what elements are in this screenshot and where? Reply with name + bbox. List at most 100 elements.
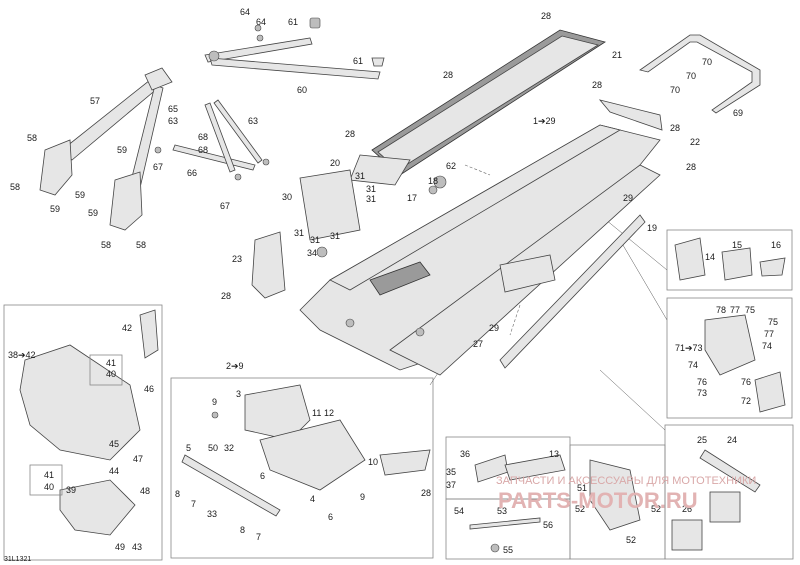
leader-to-reinforcement xyxy=(619,239,668,321)
callout: 68 xyxy=(198,132,208,142)
callout: 52 xyxy=(626,535,636,545)
callout: 48 xyxy=(140,486,150,496)
reinforcement-detail xyxy=(704,314,786,413)
callout: 69 xyxy=(733,108,743,118)
main-tunnel xyxy=(299,124,661,376)
callout: 58 xyxy=(27,133,37,143)
callout: 28 xyxy=(670,123,680,133)
callout: 27 xyxy=(473,339,483,349)
callout: 70 xyxy=(670,85,680,95)
callout: 1➔29 xyxy=(533,116,556,126)
hidden-line xyxy=(509,304,521,336)
callout: 3 xyxy=(236,389,241,399)
callout: 41 xyxy=(106,358,116,368)
callout: 78 xyxy=(716,305,726,315)
callout: 52 xyxy=(651,504,661,514)
callout: 61 xyxy=(288,17,298,27)
callout: 44 xyxy=(109,466,119,476)
callout: 40 xyxy=(106,369,116,379)
callout: 60 xyxy=(297,85,307,95)
callout: 14 xyxy=(705,252,715,262)
plate-detail xyxy=(589,459,641,531)
callout: 47 xyxy=(133,454,143,464)
pad-detail xyxy=(671,449,761,551)
leader-to-gusset xyxy=(599,214,668,271)
callout: 4 xyxy=(310,494,315,504)
callout: 63 xyxy=(168,116,178,126)
callout: 40 xyxy=(44,482,54,492)
callout: 75 xyxy=(745,305,755,315)
gusset-detail xyxy=(674,237,786,281)
callout: 72 xyxy=(741,396,751,406)
callout: 59 xyxy=(50,204,60,214)
callout: 31 xyxy=(366,184,376,194)
callout: 28 xyxy=(443,70,453,80)
callout: 29 xyxy=(623,193,633,203)
hidden-line xyxy=(464,164,491,176)
callout: 76 xyxy=(741,377,751,387)
callout: 67 xyxy=(220,201,230,211)
detail-box-gusset xyxy=(666,229,793,291)
detail-box-footrest xyxy=(170,377,434,559)
callout: 66 xyxy=(187,168,197,178)
callout: 28 xyxy=(421,488,431,498)
callout: 28 xyxy=(345,129,355,139)
callout: 49 xyxy=(115,542,125,552)
callout: 8 xyxy=(240,525,245,535)
callout: 26 xyxy=(682,504,692,514)
upper-tube-assembly xyxy=(204,17,385,80)
bracket-detail xyxy=(474,454,566,483)
callout: 13 xyxy=(549,449,559,459)
callout: 23 xyxy=(232,254,242,264)
footrest-detail xyxy=(181,384,431,517)
callout: 30 xyxy=(282,192,292,202)
callout: 7 xyxy=(256,532,261,542)
callout: 73 xyxy=(697,388,707,398)
callout: 70 xyxy=(686,71,696,81)
callout: 8 xyxy=(175,489,180,499)
callout: 28 xyxy=(541,11,551,21)
callout: 67 xyxy=(153,162,163,172)
callout: 15 xyxy=(732,240,742,250)
callout: 6 xyxy=(328,512,333,522)
steering-column-assembly xyxy=(39,67,173,231)
callout: 59 xyxy=(88,208,98,218)
callout: 10 xyxy=(368,457,378,467)
callout: 51 xyxy=(577,483,587,493)
callout: 33 xyxy=(207,509,217,519)
callout: 17 xyxy=(407,193,417,203)
leader-to-pad xyxy=(599,369,666,431)
callout: 31 xyxy=(355,171,365,181)
front-panels xyxy=(251,169,438,299)
callout: 31 xyxy=(294,228,304,238)
callout: 22 xyxy=(690,137,700,147)
callout: 19 xyxy=(647,223,657,233)
callout: 2➔9 xyxy=(226,361,244,371)
callout: 34 xyxy=(307,248,317,258)
callout: 68 xyxy=(198,145,208,155)
callout: 58 xyxy=(101,240,111,250)
callout: 16 xyxy=(771,240,781,250)
callout: 24 xyxy=(727,435,737,445)
callout: 59 xyxy=(75,190,85,200)
callout: 9 xyxy=(212,397,217,407)
callout: 42 xyxy=(122,323,132,333)
callout: 63 xyxy=(248,116,258,126)
callout: 9 xyxy=(360,492,365,502)
callout: 41 xyxy=(44,470,54,480)
callout: 75 xyxy=(768,317,778,327)
callout: 7 xyxy=(191,499,196,509)
callout: 64 xyxy=(256,17,266,27)
callout: 77 xyxy=(764,329,774,339)
callout: 43 xyxy=(132,542,142,552)
callout: 55 xyxy=(503,545,513,555)
detail-box-reinforcement xyxy=(666,297,793,419)
callout: 77 xyxy=(730,305,740,315)
running-board-rail xyxy=(349,29,606,186)
callout: 58 xyxy=(10,182,20,192)
callout: 28 xyxy=(592,80,602,90)
callout: 18 xyxy=(428,176,438,186)
callout: 65 xyxy=(168,104,178,114)
rod-detail xyxy=(469,517,541,553)
